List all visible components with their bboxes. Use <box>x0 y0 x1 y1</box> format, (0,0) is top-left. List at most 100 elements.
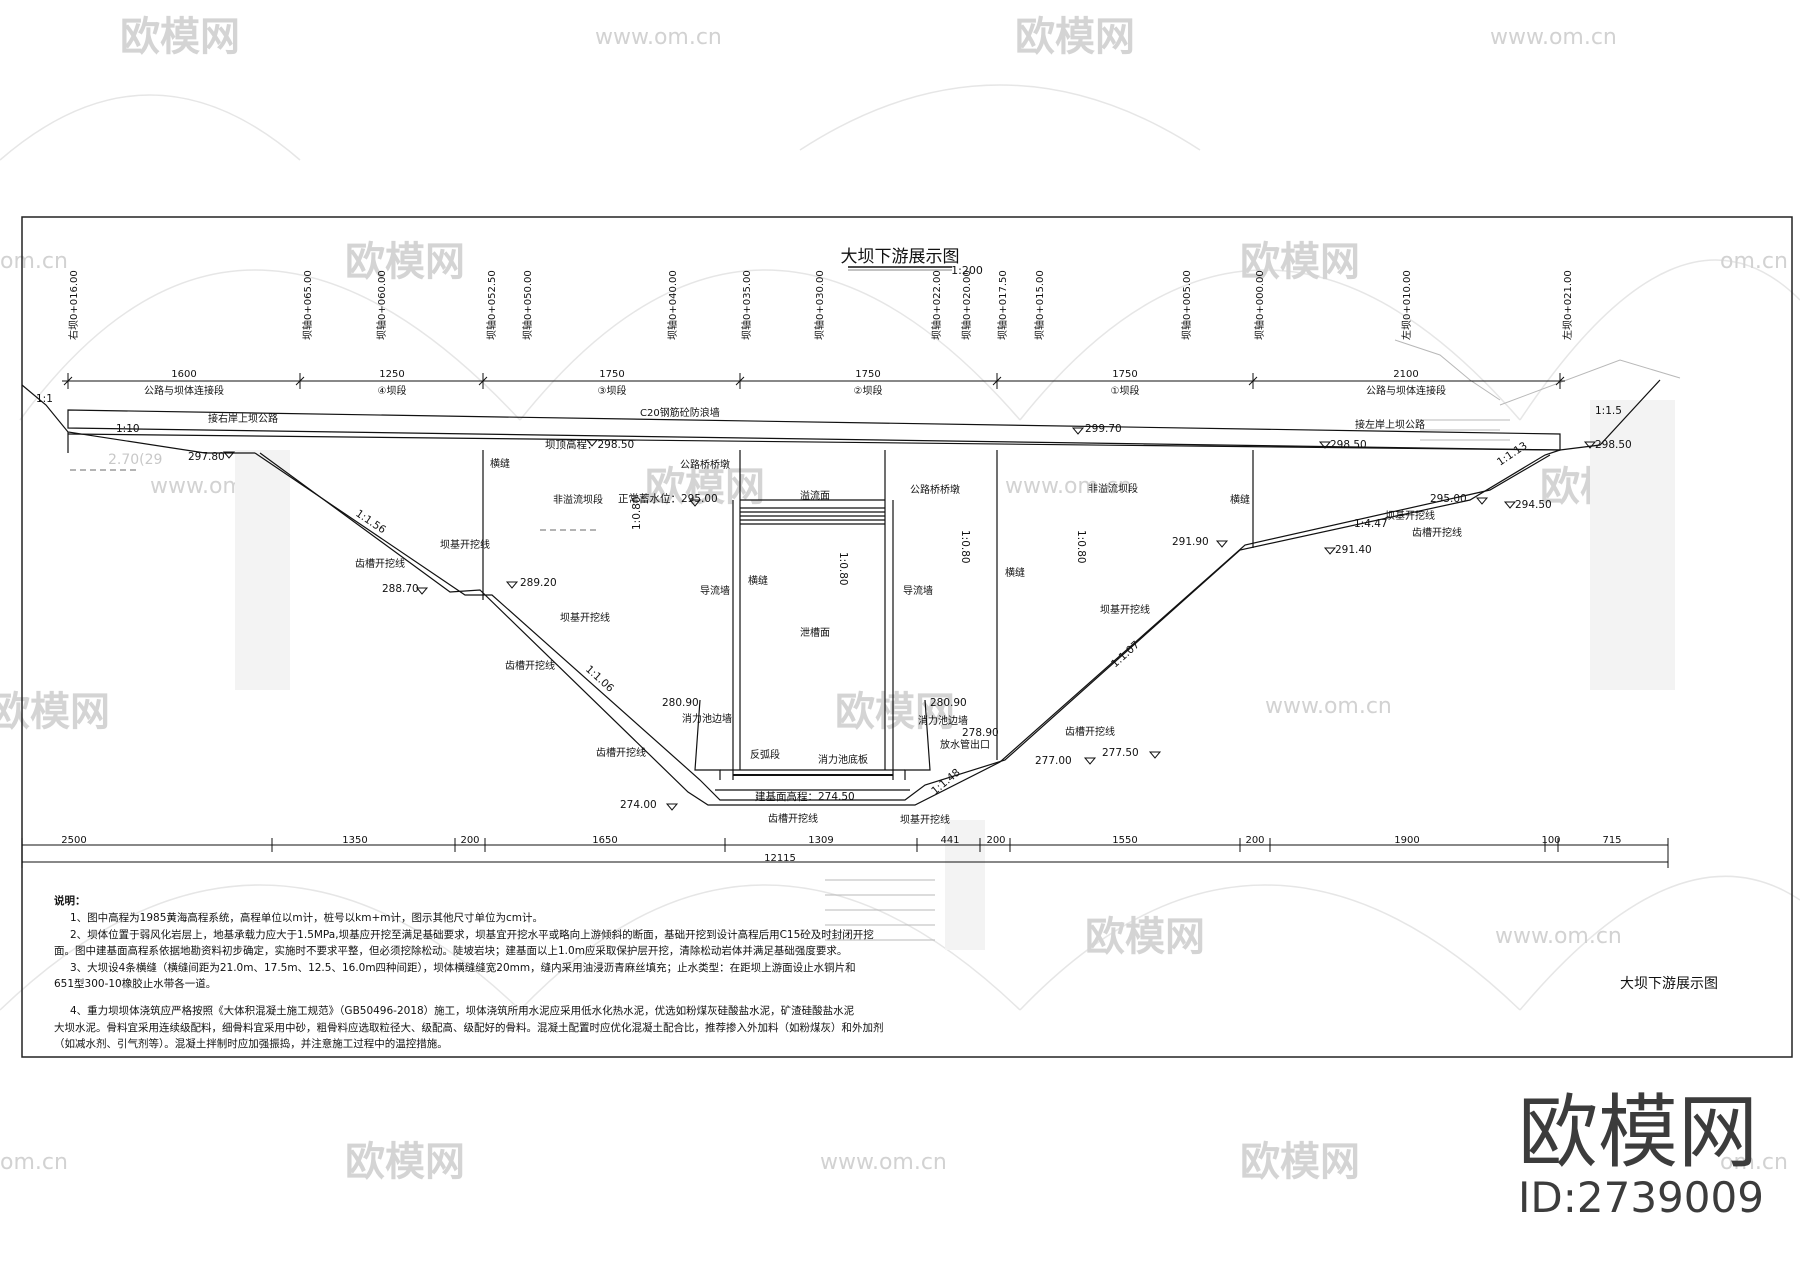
slope-label: 1:10 <box>116 423 140 435</box>
watermark-logo: 欧模网 <box>645 464 765 510</box>
station-label: 坝轴0+005.00 <box>1180 270 1193 340</box>
elevation-label: 298.50 <box>1330 439 1367 451</box>
elevation-label: 277.50 <box>1102 747 1139 759</box>
elevation-label: 278.90 <box>962 727 999 739</box>
dimension-value: 1750 <box>599 369 624 380</box>
bridge-label: 公路桥桥墩 <box>910 483 960 496</box>
guide-wall-label: 导流墙 <box>903 584 933 597</box>
watermark-url: www.om.cn <box>595 25 722 50</box>
segment-label: 公路与坝体连接段 <box>1366 384 1446 397</box>
joint-label: 横缝 <box>1005 566 1025 579</box>
elevation-label: 坝顶高程：298.50 <box>545 438 634 451</box>
dimension-value: 1750 <box>1112 369 1137 380</box>
station-label: 坝轴0+022.00 <box>930 270 943 340</box>
bank-hatching <box>235 339 1681 950</box>
segment-label: ②坝段 <box>854 384 883 397</box>
slope-label: 1:0.80 <box>631 496 643 530</box>
excavation-label: 坝基开挖线 <box>900 813 950 826</box>
watermark-url: om.cn <box>0 249 68 274</box>
notes-line: 651型300-10橡胶止水带各一道。 <box>54 978 217 990</box>
dimension-value: 1350 <box>342 835 367 846</box>
dimension-value: 200 <box>460 835 479 846</box>
dimension-value: 441 <box>940 835 959 846</box>
watermark-url: www.om.cn <box>1490 25 1617 50</box>
dimension-value: 2500 <box>61 835 86 846</box>
bridge-label: 公路桥桥墩 <box>680 458 730 471</box>
elevation-label: 298.50 <box>1595 439 1632 451</box>
stilling-wall-label: 消力池边墙 <box>682 712 732 725</box>
slope-label: 1:0.80 <box>959 530 971 564</box>
segment-label: ①坝段 <box>1111 384 1140 397</box>
watermark-url: www.om.cn <box>1265 694 1392 719</box>
dimension-value: 2100 <box>1393 369 1418 380</box>
station-label: 坝轴0+000.00 <box>1253 270 1266 340</box>
watermark-logo: 欧模网 <box>1015 14 1135 60</box>
elevation-labels: 坝顶高程：298.50 299.70 298.50 298.50 297.80 … <box>108 423 1632 811</box>
watermark-logo: 欧模网 <box>1240 239 1360 285</box>
notes-heading: 说明： <box>54 895 86 907</box>
joint-label: 横缝 <box>1230 493 1250 506</box>
watermark-url: www.om.cn <box>820 1150 947 1175</box>
slope-label: 1:1.07 <box>1109 639 1142 670</box>
watermark-url: www.om.cn <box>1005 474 1132 499</box>
notes-line: 大坝水泥。骨料宜采用连续级配料，细骨料宜采用中砂，粗骨料应选取粒径大、级配高、级… <box>54 1022 884 1034</box>
title-block-label: 大坝下游展示图 <box>1620 976 1718 992</box>
station-label: 坝轴0+020.00 <box>960 270 973 340</box>
elevation-label: 建基面高程：274.50 <box>755 790 855 803</box>
watermark-url: om.cn <box>1720 249 1788 274</box>
dimension-value: 1550 <box>1112 835 1137 846</box>
elevation-label: 291.40 <box>1335 544 1372 556</box>
notes-line: 2、坝体位置于弱风化岩层上，地基承载力应大于1.5MPa,坝基应开挖至满足基础要… <box>70 929 874 941</box>
nonoverflow-label: 非溢流坝段 <box>553 493 603 506</box>
dimension-value: 100 <box>1541 835 1560 846</box>
stilling-wall-label: 消力池边墙 <box>918 714 968 727</box>
c20-label: C20钢筋砼防浪墙 <box>640 406 720 419</box>
trench-label: 齿槽开挖线 <box>596 746 646 759</box>
bottom-dimension-line <box>21 838 1669 868</box>
dimension-value: 200 <box>986 835 1005 846</box>
elevation-markers <box>222 427 1597 811</box>
road-label: 接左岸上坝公路 <box>1355 418 1425 431</box>
segment-label: ④坝段 <box>378 384 407 397</box>
excavation-label: 坝基开挖线 <box>560 611 610 624</box>
elevation-label: 297.80 <box>188 451 225 463</box>
elevation-label: 277.00 <box>1035 755 1072 767</box>
watermark-logo: 欧模网 <box>0 689 110 735</box>
drawing-scale: 1:200 <box>951 264 983 277</box>
station-label: 左坝0+021.00 <box>1561 270 1574 340</box>
drain-outlet-label: 放水管出口 <box>940 738 990 751</box>
dimension-value: 1750 <box>855 369 880 380</box>
trench-label: 齿槽开挖线 <box>768 812 818 825</box>
notes-line: 1、图中高程为1985黄海高程系统，高程单位以m计，桩号以km+m计，图示其他尺… <box>70 912 543 924</box>
elevation-label: 291.90 <box>1172 536 1209 548</box>
nonoverflow-label: 非溢流坝段 <box>1088 482 1138 495</box>
station-label: 坝轴0+030.00 <box>813 270 826 340</box>
trench-label: 齿槽开挖线 <box>1412 526 1462 539</box>
dimension-value: 1309 <box>808 835 833 846</box>
excavation-label: 坝基开挖线 <box>440 538 490 551</box>
trench-label: 齿槽开挖线 <box>505 659 555 672</box>
watermark-url: www.om.cn <box>1495 924 1622 949</box>
watermark-logos: 欧模网 欧模网 欧模网 欧模网 欧模网 欧模网 欧模网 欧模网 欧模网 欧模网 … <box>0 14 1788 1185</box>
station-labels: 右坝0+016.00 坝轴0+065.00 坝轴0+060.00 坝轴0+052… <box>67 270 1574 340</box>
watermark-logo: 欧模网 <box>1240 1139 1360 1185</box>
dimension-value: 1250 <box>379 369 404 380</box>
elevation-label: 正常蓄水位：295.00 <box>618 492 718 505</box>
top-dimension-line <box>62 373 1565 389</box>
elevation-label: 299.70 <box>1085 423 1122 435</box>
watermark-logo: 欧模网 <box>345 239 465 285</box>
segment-label: 公路与坝体连接段 <box>144 384 224 397</box>
drawing-title: 大坝下游展示图 <box>841 247 960 267</box>
elevation-label: 274.00 <box>620 799 657 811</box>
elevation-label: 295.00 <box>1430 493 1467 505</box>
trench-label: 齿槽开挖线 <box>355 557 405 570</box>
total-dimension: 12115 <box>764 853 796 864</box>
stilling-floor-label: 消力池底板 <box>818 753 868 766</box>
drawing-frame <box>21 216 1793 1058</box>
slope-label: 1:1.13 <box>1495 440 1530 469</box>
watermark-logo: 欧模网 <box>1085 914 1205 960</box>
watermark-logo: 欧模网 <box>835 689 955 735</box>
slope-label: 1:1.5 <box>1595 405 1622 417</box>
joint-label: 横缝 <box>748 574 768 587</box>
dimension-value: 715 <box>1602 835 1621 846</box>
